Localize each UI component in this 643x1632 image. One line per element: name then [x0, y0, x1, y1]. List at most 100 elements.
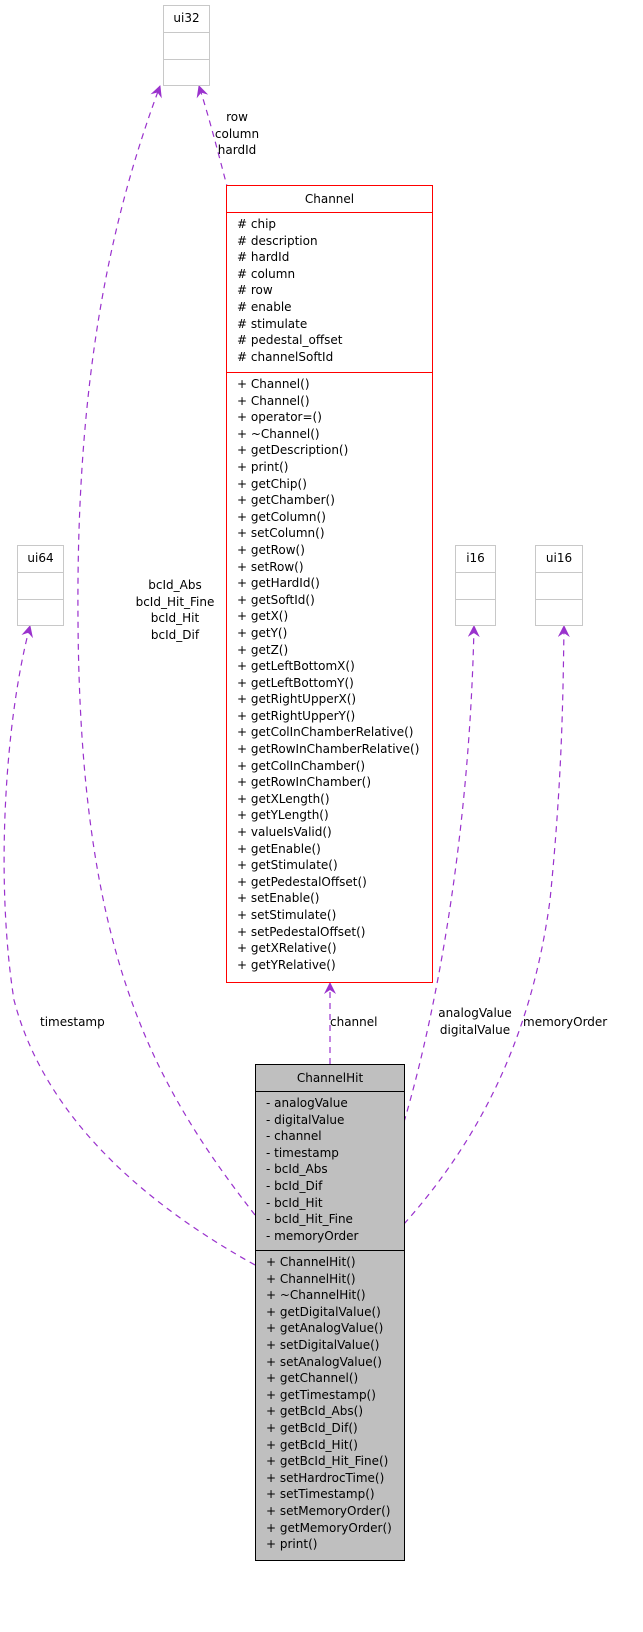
class-name: i16 [456, 546, 495, 573]
method-item: + setDigitalValue() [266, 1337, 380, 1352]
edge-label-line: hardId [217, 143, 257, 158]
attribute-item: - channel [266, 1129, 322, 1144]
attribute-item: - bcId_Hit_Fine [266, 1212, 353, 1227]
class-box-i16[interactable]: i16 [455, 545, 496, 626]
edge-label-line: digitalValue [439, 1022, 511, 1037]
method-item: + getColInChamber() [237, 758, 366, 773]
method-item: + getRightUpperY() [237, 708, 356, 723]
method-item: + setAnalogValue() [266, 1354, 382, 1369]
method-item: + getMemoryOrder() [266, 1520, 392, 1535]
attribute-item: # hardId [237, 250, 290, 265]
method-item: + getBcId_Hit_Fine() [266, 1454, 389, 1469]
method-item: + getRowInChamber() [237, 775, 371, 790]
method-item: + ChannelHit() [266, 1271, 356, 1286]
method-item: + getAnalogValue() [266, 1321, 384, 1336]
class-box-channelhit[interactable]: ChannelHit - analogValue - digitalValue - … [255, 1064, 405, 1561]
method-item: + getChannel() [266, 1371, 359, 1386]
method-item: + getRow() [237, 542, 305, 557]
method-item: + getHardId() [237, 576, 320, 591]
attributes-section [456, 573, 495, 600]
methods-section: + ChannelHit() + ChannelHit() + ~ChannelHi… [256, 1251, 404, 1553]
edge-label-channelhit-ui64: timestamp [40, 1014, 105, 1031]
attributes-section [536, 573, 582, 600]
method-item: + getColInChamberRelative() [237, 725, 414, 740]
method-item: + getDescription() [237, 443, 349, 458]
attributes-section: # chip# description# hardId# column# row… [227, 213, 432, 373]
method-item: + setMemoryOrder() [266, 1503, 391, 1518]
edge-label-channelhit-ui32: bcId_Abs bcId_Hit_Fine bcId_Hit bcId_Dif [130, 577, 220, 643]
method-item: + getLeftBottomY() [237, 675, 354, 690]
edge-label-line: bcId_Hit_Fine [135, 594, 215, 609]
edge-label-line: memoryOrder [523, 1015, 608, 1029]
method-item: + getXRelative() [237, 941, 337, 956]
method-item: + getYLength() [237, 808, 329, 823]
method-item: + setRow() [237, 559, 304, 574]
attribute-item: - memoryOrder [266, 1228, 359, 1243]
edge-channelhit-to-i16 [403, 625, 480, 1123]
class-box-channel[interactable]: Channel # chip# description# hardId# col… [226, 185, 433, 983]
edge-channelhit-to-ui16 [403, 625, 570, 1225]
method-item: + print() [266, 1537, 318, 1552]
method-item: + ~Channel() [237, 426, 320, 441]
attribute-item: - bcId_Abs [266, 1162, 328, 1177]
method-item: + setStimulate() [237, 908, 337, 922]
attribute-item: - analogValue [266, 1096, 348, 1110]
methods-section [164, 60, 209, 87]
class-box-ui16[interactable]: ui16 [535, 545, 583, 626]
method-item: + getPedestalOffset() [237, 874, 367, 889]
method-item: + getX() [237, 609, 289, 624]
attributes-section [164, 33, 209, 60]
method-item: + getLeftBottomX() [237, 659, 355, 674]
attributes-section [18, 573, 63, 600]
attribute-item: # row [237, 283, 273, 298]
class-box-ui32[interactable]: ui32 [163, 5, 210, 86]
method-item: + getXLength() [237, 791, 330, 806]
method-item: + Channel() [237, 377, 310, 391]
method-item: + Channel() [237, 393, 310, 408]
attribute-item: - bcId_Hit [266, 1195, 323, 1210]
method-item: + getTimestamp() [266, 1387, 376, 1402]
edge-channelhit-to-ui32 [77, 85, 256, 1216]
method-item: + getChamber() [237, 493, 335, 508]
class-name: ChannelHit [256, 1065, 404, 1092]
method-item: + ~ChannelHit() [266, 1288, 366, 1303]
method-item: + setHardrocTime() [266, 1470, 385, 1485]
method-item: + getRightUpperX() [237, 692, 357, 707]
class-name: ui32 [164, 6, 209, 33]
edge-label-line: column [214, 126, 260, 141]
attribute-item: # chip [237, 217, 277, 231]
method-item: + getDigitalValue() [266, 1304, 381, 1319]
method-item: + getSoftId() [237, 592, 315, 607]
edge-label-line: bcId_Hit [150, 611, 200, 626]
method-item: + getBcId_Dif() [266, 1420, 358, 1435]
class-box-ui64[interactable]: ui64 [17, 545, 64, 626]
method-item: + getBcId_Hit() [266, 1437, 358, 1452]
edge-label-line: analogValue [438, 1006, 512, 1020]
method-item: + setEnable() [237, 891, 320, 906]
methods-section [18, 600, 63, 627]
method-item: + getY() [237, 625, 288, 640]
method-item: + valueIsValid() [237, 825, 332, 840]
method-item: + ChannelHit() [266, 1255, 356, 1269]
method-item: + getColumn() [237, 509, 326, 524]
class-name: Channel [227, 186, 432, 213]
edge-label-channelhit-ui16: memoryOrder [523, 1014, 607, 1031]
attribute-item: # stimulate [237, 316, 308, 331]
edge-label-line: bcId_Abs [148, 578, 202, 592]
method-item: + setColumn() [237, 526, 325, 541]
methods-section [536, 600, 582, 627]
method-item: + operator=() [237, 410, 322, 425]
methods-section [456, 600, 495, 627]
attribute-item: # column [237, 266, 296, 281]
attributes-section: - analogValue- digitalValue- channel- ti… [256, 1092, 404, 1251]
edge-label-channelhit-channel: channel [330, 1014, 377, 1031]
method-item: + getStimulate() [237, 858, 338, 873]
method-item: + getYRelative() [237, 957, 336, 972]
method-item: + getEnable() [237, 841, 321, 856]
class-name: ui64 [18, 546, 63, 573]
edge-label-line: bcId_Dif [150, 627, 200, 642]
attribute-item: - digitalValue [266, 1112, 345, 1127]
edge-label-channel-ui32: row column hardId [208, 109, 266, 159]
method-item: + getBcId_Abs() [266, 1404, 364, 1419]
